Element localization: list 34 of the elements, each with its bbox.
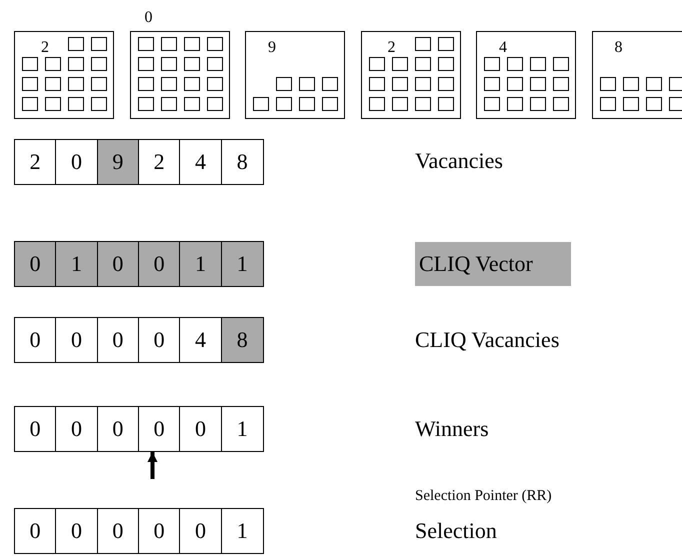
pointer-label: Selection Pointer (RR) xyxy=(415,486,552,506)
queue-box xyxy=(245,31,345,119)
row-label: Selection xyxy=(415,518,497,544)
vector-row xyxy=(14,139,264,185)
vector-cell: 0 xyxy=(98,242,139,286)
queue-box xyxy=(592,31,682,119)
vector-cell: 1 xyxy=(56,242,98,286)
row-label: CLIQ Vacancies xyxy=(415,327,560,353)
vector-cell: 9 xyxy=(98,140,139,184)
vector-row xyxy=(14,508,264,554)
queue-box xyxy=(360,31,460,119)
vacancy-count: 4 xyxy=(499,40,507,56)
row-label: Vacancies xyxy=(415,148,503,174)
vacancy-count: 2 xyxy=(41,40,49,56)
vector-cell: 0 xyxy=(15,242,56,286)
pointer-arrow xyxy=(148,452,158,479)
vector-row xyxy=(14,317,264,363)
queue-box xyxy=(14,31,114,119)
vacancy-count: 8 xyxy=(614,40,622,56)
vector-cell: 0 xyxy=(98,407,139,451)
vacancy-count: 9 xyxy=(268,40,276,56)
highlighted-row-label: CLIQ Vector xyxy=(415,242,571,286)
vector-cell: 0 xyxy=(98,509,139,553)
vector-cell: 1 xyxy=(180,242,222,286)
vector-row xyxy=(14,241,264,287)
vacancy-count: 2 xyxy=(388,40,396,56)
vector-cell: 8 xyxy=(222,318,263,362)
row-label: Winners xyxy=(415,416,489,442)
vacancy-count: 0 xyxy=(144,10,152,26)
vector-row xyxy=(14,406,264,452)
vector-cell: 0 xyxy=(98,318,139,362)
queue-box xyxy=(476,31,576,119)
vector-cell: 1 xyxy=(222,242,263,286)
vector-cell: 0 xyxy=(138,242,180,286)
